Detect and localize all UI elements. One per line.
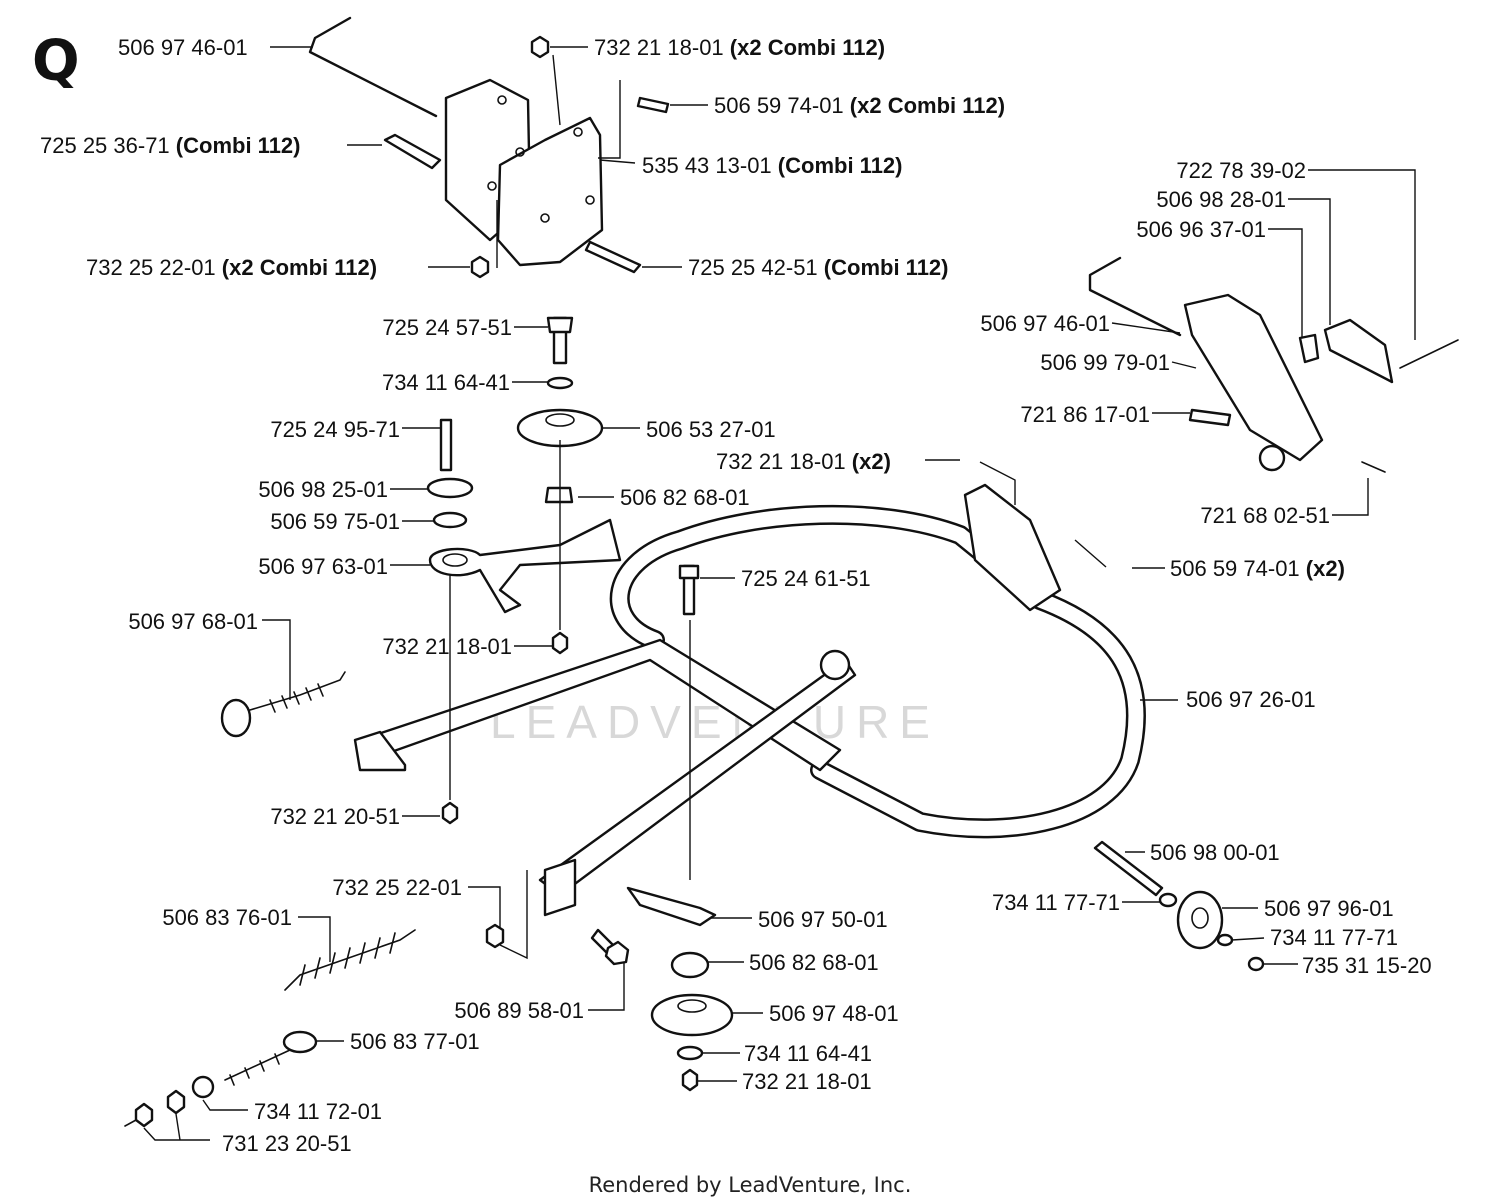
- label-721-68-02-51: 721 68 02-51: [1200, 503, 1330, 528]
- label-734-11-77-71-a: 734 11 77-71: [992, 890, 1120, 915]
- label-734-11-72-01: 734 11 72-01: [254, 1099, 382, 1124]
- label-506-97-63-01: 506 97 63-01: [258, 554, 388, 579]
- label-731-23-20-51: 731 23 20-51: [222, 1131, 352, 1156]
- label-732-21-18-01-bottom: 732 21 18-01: [742, 1069, 872, 1094]
- label-506-82-68-01: 506 82 68-01: [620, 485, 750, 510]
- part-labels: 506 97 46-01 732 21 18-01 (x2 Combi 112)…: [40, 35, 1432, 1156]
- label-506-59-74-01-x2: 506 59 74-01 (x2): [1170, 556, 1345, 581]
- label-506-96-37-01: 506 96 37-01: [1136, 217, 1266, 242]
- watermark-text: LEADVENTURE: [490, 696, 940, 748]
- label-734-11-64-41-bottom: 734 11 64-41: [744, 1041, 872, 1066]
- label-506-98-25-01: 506 98 25-01: [258, 477, 388, 502]
- label-732-21-18-01: 732 21 18-01 (x2 Combi 112): [594, 35, 885, 60]
- label-732-21-18-01-mid: 732 21 18-01: [382, 634, 512, 659]
- label-732-25-22-01: 732 25 22-01 (x2 Combi 112): [86, 255, 377, 280]
- label-535-43-13-01: 535 43 13-01 (Combi 112): [642, 153, 903, 178]
- bottom-left-spring-assembly: [124, 923, 630, 1128]
- label-506-97-96-01: 506 97 96-01: [1264, 896, 1394, 921]
- label-725-24-95-71: 725 24 95-71: [270, 417, 400, 442]
- label-506-97-68-01: 506 97 68-01: [128, 609, 258, 634]
- label-506-97-50-01: 506 97 50-01: [758, 907, 888, 932]
- label-506-97-48-01: 506 97 48-01: [769, 1001, 899, 1026]
- label-506-59-74-01: 506 59 74-01 (x2 Combi 112): [714, 93, 1005, 118]
- combi-bracket-assembly: [308, 16, 670, 279]
- label-732-25-22-01-bottom: 732 25 22-01: [332, 875, 462, 900]
- main-frame: [353, 483, 1146, 917]
- label-721-86-17-01: 721 86 17-01: [1020, 402, 1150, 427]
- label-506-83-76-01: 506 83 76-01: [162, 905, 292, 930]
- label-732-21-18-01-x2: 732 21 18-01 (x2): [716, 449, 891, 474]
- label-725-25-42-51: 725 25 42-51 (Combi 112): [688, 255, 949, 280]
- label-506-97-26-01: 506 97 26-01: [1186, 687, 1316, 712]
- label-506-98-28-01: 506 98 28-01: [1156, 187, 1286, 212]
- label-506-99-79-01: 506 99 79-01: [1040, 350, 1170, 375]
- right-bracket-assembly: [1088, 256, 1459, 473]
- left-pulley-assembly: [220, 316, 700, 825]
- label-506-97-46-01-right: 506 97 46-01: [980, 311, 1110, 336]
- label-734-11-64-41: 734 11 64-41: [382, 370, 510, 395]
- label-725-24-57-51: 725 24 57-51: [382, 315, 512, 340]
- section-letter: Q: [32, 29, 80, 94]
- label-506-98-00-01: 506 98 00-01: [1150, 840, 1280, 865]
- label-506-82-68-01-bottom: 506 82 68-01: [749, 950, 879, 975]
- label-734-11-77-71-b: 734 11 77-71: [1270, 925, 1398, 950]
- label-506-89-58-01: 506 89 58-01: [454, 998, 584, 1023]
- leader-lines: [143, 46, 1416, 1141]
- label-506-97-46-01: 506 97 46-01: [118, 35, 248, 60]
- label-506-83-77-01: 506 83 77-01: [350, 1029, 480, 1054]
- label-506-53-27-01: 506 53 27-01: [646, 417, 776, 442]
- label-506-59-75-01: 506 59 75-01: [270, 509, 400, 534]
- label-725-24-61-51: 725 24 61-51: [741, 566, 871, 591]
- bottom-pulley-assembly: [626, 886, 734, 1092]
- label-725-25-36-71: 725 25 36-71 (Combi 112): [40, 133, 301, 158]
- credit-text: Rendered by LeadVenture, Inc.: [589, 1173, 912, 1197]
- bottom-right-wheel-assembly: [1093, 840, 1265, 972]
- label-732-21-20-51: 732 21 20-51: [270, 804, 400, 829]
- label-722-78-39-02: 722 78 39-02: [1176, 158, 1306, 183]
- label-735-31-15-20: 735 31 15-20: [1302, 953, 1432, 978]
